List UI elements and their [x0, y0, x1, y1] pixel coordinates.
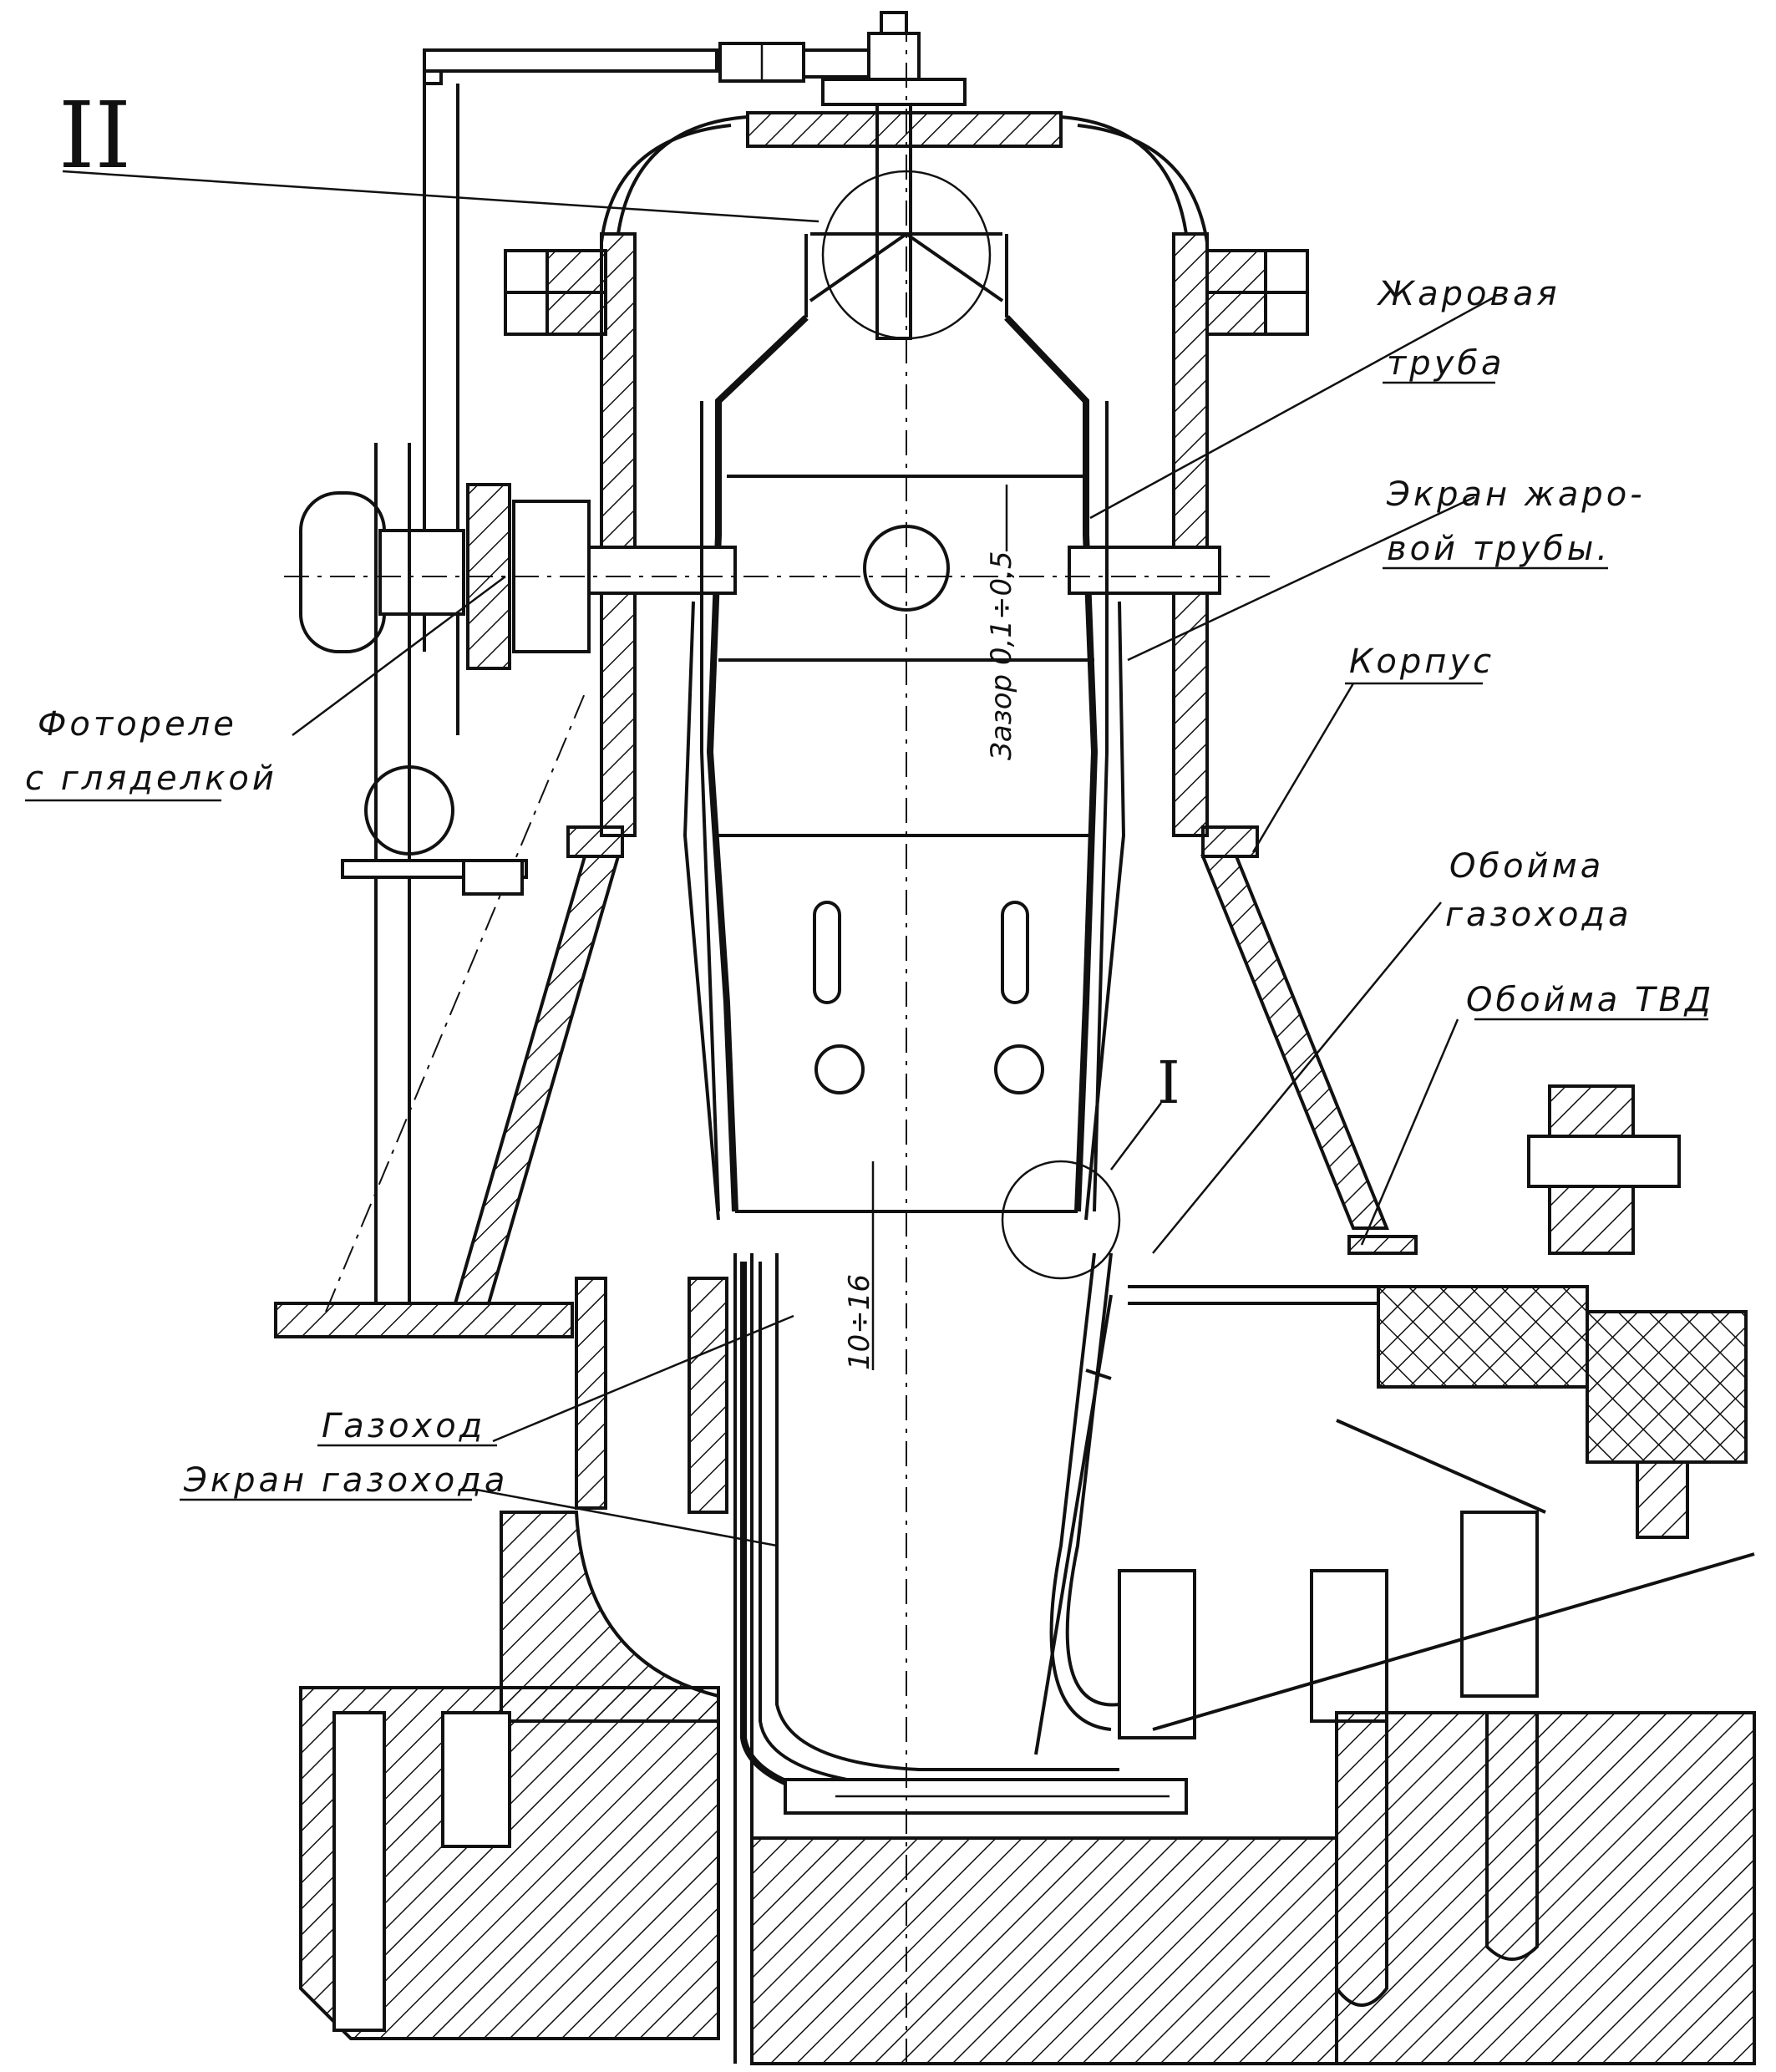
casing-label: Корпус — [1349, 642, 1494, 681]
flame-tube — [583, 315, 1221, 1213]
duct-holder-label-2: газохода — [1445, 896, 1632, 934]
casing — [274, 693, 1389, 1338]
hpt-holder-label: Обойма ТВД — [1466, 981, 1714, 1019]
base-housing — [299, 1253, 1756, 2065]
gas-duct-label: Газоход — [322, 1407, 485, 1445]
leader-lines — [62, 170, 1708, 1547]
photorelay — [299, 443, 591, 1303]
flame-tube-screen-label-1: Экран жаро- — [1386, 475, 1646, 514]
duct-holder-label-1: Обойма — [1449, 847, 1604, 886]
top-cover — [504, 111, 1309, 837]
flame-tube-label-2: труба — [1387, 344, 1505, 383]
section-i-label: I — [1157, 1049, 1180, 1117]
photorelay-label-2: с гляделкой — [25, 759, 277, 798]
section-ii-label: II — [58, 82, 131, 189]
turbine-section — [1118, 1084, 1755, 2007]
flame-tube-screen-label-2: вой трубы. — [1387, 530, 1611, 568]
photorelay-label-1: Фотореле — [38, 705, 237, 744]
detail-circle-i — [1001, 1160, 1121, 1280]
gas-duct-screen-label: Экран газохода — [183, 1461, 508, 1500]
gap-dimension-label-2: 10÷16 — [843, 1274, 876, 1370]
gap-dimension-label: Зазор 0,1÷0,5 — [985, 551, 1018, 760]
flame-tube-label-1: Жаровая — [1376, 275, 1560, 313]
flame-tube-screen — [682, 401, 1126, 1221]
